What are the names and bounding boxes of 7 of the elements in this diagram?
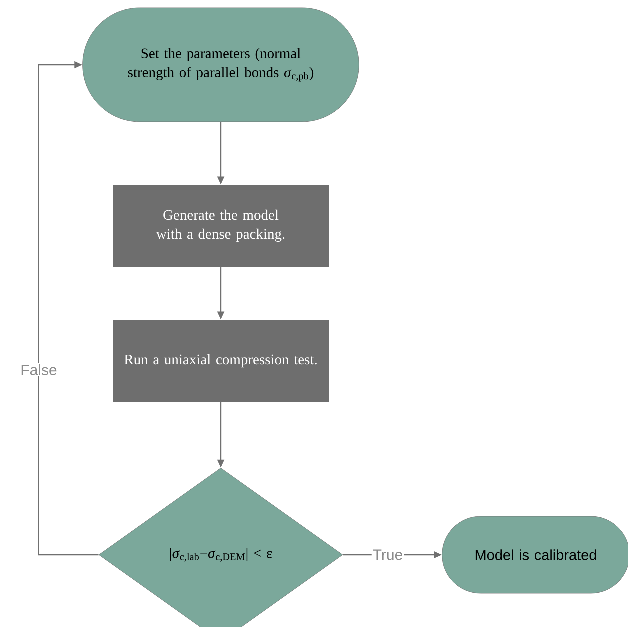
edge-label: False [20,364,58,376]
process-box: Run a uniaxial compression test. [113,320,329,402]
edge-label: True [372,548,404,562]
process-box: Generate the model with a dense packing. [113,185,329,267]
terminal-box: Model is calibrated [442,516,628,594]
arrow [38,61,99,556]
terminal-box: Set the parameters (normal strength of parallel bonds σ$_{c,pb}$) [82,8,360,122]
